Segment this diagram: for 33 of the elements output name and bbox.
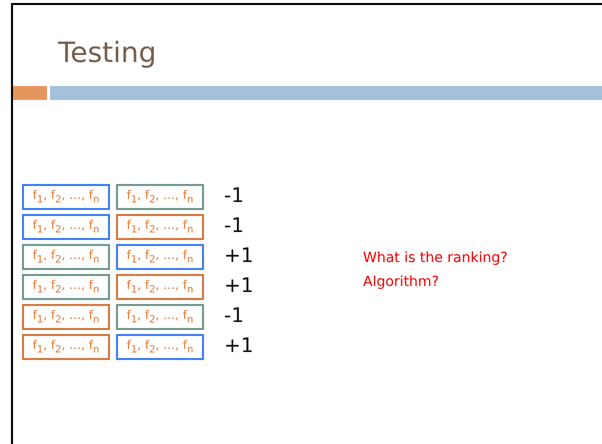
feature-vector-box	[22, 184, 110, 210]
question-text: Algorithm?	[363, 274, 439, 290]
feature-list: f$_{1}$, f$_{2}$, …, f$_{n}$	[32, 338, 100, 356]
feature-list: f$_{1}$, f$_{2}$, …, f$_{n}$	[126, 188, 194, 206]
feature-list: f$_{1}$, f$_{2}$, …, f$_{n}$	[32, 218, 100, 236]
feature-vector-box	[116, 184, 204, 210]
class-label: -1	[224, 183, 244, 207]
slide-title: Testing	[58, 36, 156, 69]
feature-vector-box	[116, 304, 204, 330]
feature-vector-box	[116, 274, 204, 300]
class-label: -1	[224, 213, 244, 237]
feature-list: f$_{1}$, f$_{2}$, …, f$_{n}$	[32, 308, 100, 326]
feature-list: f$_{1}$, f$_{2}$, …, f$_{n}$	[126, 278, 194, 296]
feature-list: f$_{1}$, f$_{2}$, …, f$_{n}$	[32, 278, 100, 296]
feature-vector-box	[116, 334, 204, 360]
feature-vector-box	[22, 334, 110, 360]
feature-vector-box	[116, 214, 204, 240]
feature-list: f$_{1}$, f$_{2}$, …, f$_{n}$	[32, 188, 100, 206]
feature-vector-box	[22, 244, 110, 270]
class-label: -1	[224, 303, 244, 327]
feature-list: f$_{1}$, f$_{2}$, …, f$_{n}$	[32, 248, 100, 266]
feature-list: f$_{1}$, f$_{2}$, …, f$_{n}$	[126, 308, 194, 326]
feature-list: f$_{1}$, f$_{2}$, …, f$_{n}$	[126, 218, 194, 236]
question-text: What is the ranking?	[363, 250, 508, 266]
feature-list: f$_{1}$, f$_{2}$, …, f$_{n}$	[126, 338, 194, 356]
feature-vector-box	[22, 304, 110, 330]
feature-vector-box	[116, 244, 204, 270]
class-label: +1	[224, 333, 254, 357]
feature-vector-box	[22, 274, 110, 300]
feature-list: f$_{1}$, f$_{2}$, …, f$_{n}$	[126, 248, 194, 266]
class-label: +1	[224, 273, 254, 297]
feature-vector-box	[22, 214, 110, 240]
class-label: +1	[224, 243, 254, 267]
